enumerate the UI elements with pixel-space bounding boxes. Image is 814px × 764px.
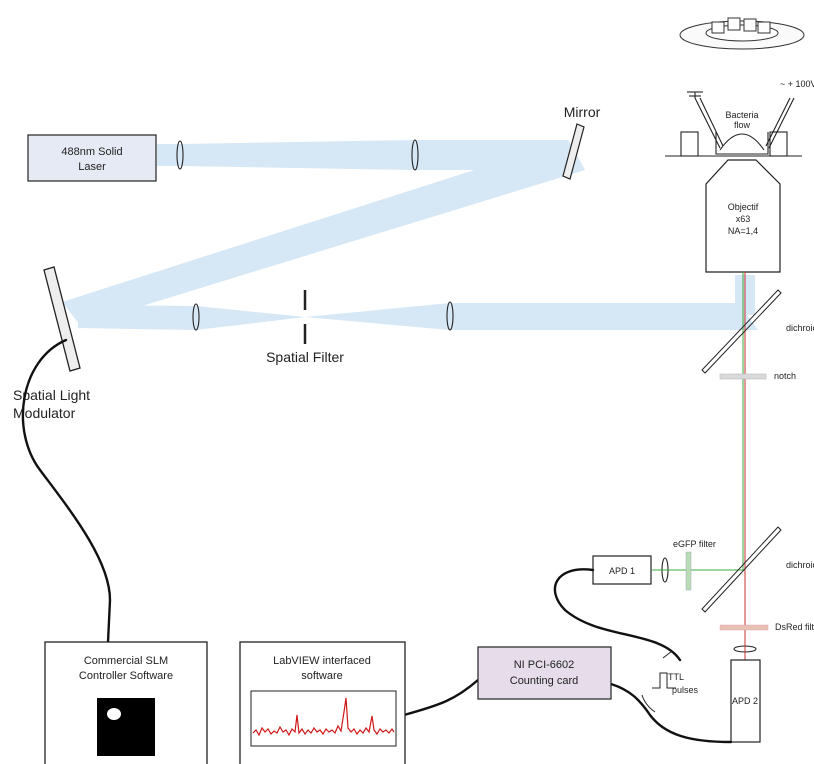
beam-slm-to-lens3 xyxy=(78,305,196,330)
cables xyxy=(21,338,733,744)
beam-mirror-to-slm xyxy=(62,140,585,325)
ttl-label-line2: pulses xyxy=(672,685,699,695)
objective-label-line1: Objectif xyxy=(728,202,759,212)
beam-lens4-to-dichroic xyxy=(450,303,758,330)
dsred-label: DsRed filter xyxy=(775,622,814,632)
slm-software-line2: Controller Software xyxy=(79,670,173,682)
voltage-label: ~ + 100V xyxy=(780,79,814,89)
notch-filter xyxy=(719,373,767,380)
fluorescence-paths xyxy=(652,272,746,660)
dsred-filter xyxy=(719,624,769,631)
apd-2: APD 2 xyxy=(730,659,761,743)
slm-label-line1: Spatial Light xyxy=(13,387,90,403)
laser-beams xyxy=(62,140,758,330)
sample-dish xyxy=(679,17,805,50)
ttl-label-line1: TTL xyxy=(668,672,684,682)
beam-laser-to-lens1 xyxy=(157,144,180,166)
lenses xyxy=(176,139,757,653)
bacteria-label-line2: flow xyxy=(734,120,751,130)
lens-1 xyxy=(176,140,184,170)
mirror-label: Mirror xyxy=(564,104,601,120)
dichroic-bottom xyxy=(701,526,782,613)
beam-lens1-to-lens2 xyxy=(180,140,415,170)
laser-source: 488nm Solid Laser xyxy=(27,134,157,182)
slm-controller-software: Commercial SLM Controller Software xyxy=(44,641,208,764)
objective-label-line3: NA=1,4 xyxy=(728,226,758,236)
labview-plot-frame xyxy=(250,690,397,747)
laser-label-line1: 488nm Solid xyxy=(61,146,122,158)
slm-pattern-spot xyxy=(107,708,121,720)
egfp-filter xyxy=(685,551,692,591)
lens-3 xyxy=(192,303,200,331)
laser-label-line2: Laser xyxy=(78,161,106,173)
cable-apd2-to-card xyxy=(609,682,733,744)
cable-apd1-to-card xyxy=(553,568,682,662)
lens-2 xyxy=(411,139,419,171)
egfp-label: eGFP filter xyxy=(673,539,716,549)
dichroic-bottom-label: dichroic xyxy=(786,560,814,570)
counting-card-line1: NI PCI-6602 xyxy=(514,659,575,671)
flow-chamber xyxy=(665,91,802,157)
bacteria-label-line1: Bacteria xyxy=(725,110,758,120)
beam-lens3-to-pinhole xyxy=(196,306,305,330)
notch-label: notch xyxy=(774,371,796,381)
dichroic-mirrors xyxy=(701,289,782,613)
labview-signal-trace xyxy=(252,697,395,737)
apd1-label: APD 1 xyxy=(609,566,635,576)
labview-line1: LabVIEW interfaced xyxy=(273,655,371,667)
objective: Objectif x63 NA=1,4 xyxy=(705,159,781,273)
ttl-pulse xyxy=(641,650,676,713)
spatial-filter-label: Spatial Filter xyxy=(266,349,344,365)
lens-4 xyxy=(446,301,454,331)
slm-label-line2: Modulator xyxy=(13,405,76,421)
spatial-light-modulator: Spatial Light Modulator xyxy=(13,266,90,421)
slm-software-line1: Commercial SLM xyxy=(84,655,168,667)
mirror: Mirror xyxy=(562,104,601,180)
apd-1: APD 1 xyxy=(592,555,652,585)
labview-software: LabVIEW interfaced software xyxy=(239,641,406,764)
apd2-label: APD 2 xyxy=(732,696,758,706)
objective-label-line2: x63 xyxy=(736,214,751,224)
beam-pinhole-to-lens4 xyxy=(305,303,450,330)
counting-card: NI PCI-6602 Counting card xyxy=(477,646,612,700)
slm-pattern-preview xyxy=(97,698,155,756)
dichroic-top-label: dichroic xyxy=(786,323,814,333)
labview-line2: software xyxy=(301,670,343,682)
dichroic-top xyxy=(701,289,782,374)
cable-slm-to-controller xyxy=(21,338,112,644)
counting-card-line2: Counting card xyxy=(510,675,579,687)
cable-labview-to-card xyxy=(402,678,480,717)
